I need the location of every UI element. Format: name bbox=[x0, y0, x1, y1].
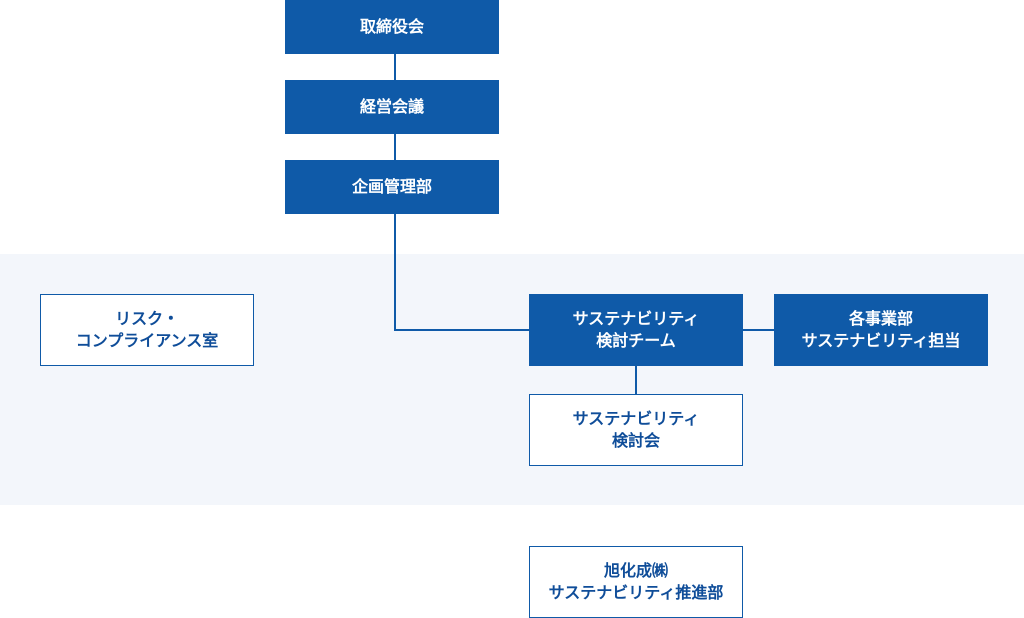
asahi-kasei-promotion-label-line1: 旭化成㈱ bbox=[603, 561, 668, 580]
connector-planning-team bbox=[394, 214, 529, 331]
management-meeting-box: 経営会議 bbox=[285, 80, 499, 134]
division-sustainability-box: 各事業部 サステナビリティ担当 bbox=[774, 294, 988, 366]
risk-compliance-label-line2: コンプライアンス室 bbox=[75, 331, 219, 350]
management-meeting-label: 経営会議 bbox=[359, 97, 424, 116]
risk-compliance-box: リスク・ コンプライアンス室 bbox=[40, 294, 254, 366]
corporate-planning-box: 企画管理部 bbox=[285, 160, 499, 214]
sustainability-committee-box: サステナビリティ 検討会 bbox=[529, 394, 743, 466]
asahi-kasei-promotion-label-line2: サステナビリティ推進部 bbox=[548, 583, 724, 602]
sustainability-committee-label-line2: 検討会 bbox=[611, 431, 660, 450]
sustainability-committee-label-line1: サステナビリティ bbox=[572, 409, 700, 428]
board-of-directors-box: 取締役会 bbox=[285, 0, 499, 54]
asahi-kasei-promotion-box: 旭化成㈱ サステナビリティ推進部 bbox=[529, 546, 743, 618]
sustainability-team-label-line1: サステナビリティ bbox=[572, 309, 700, 328]
division-sustainability-label-line1: 各事業部 bbox=[848, 309, 913, 328]
corporate-planning-label: 企画管理部 bbox=[351, 177, 432, 196]
risk-compliance-label-line1: リスク・ bbox=[115, 309, 179, 328]
sustainability-team-box: サステナビリティ 検討チーム bbox=[529, 294, 743, 366]
board-of-directors-label: 取締役会 bbox=[359, 17, 424, 36]
division-sustainability-label-line2: サステナビリティ担当 bbox=[801, 331, 961, 350]
sustainability-team-label-line2: 検討チーム bbox=[596, 331, 676, 350]
